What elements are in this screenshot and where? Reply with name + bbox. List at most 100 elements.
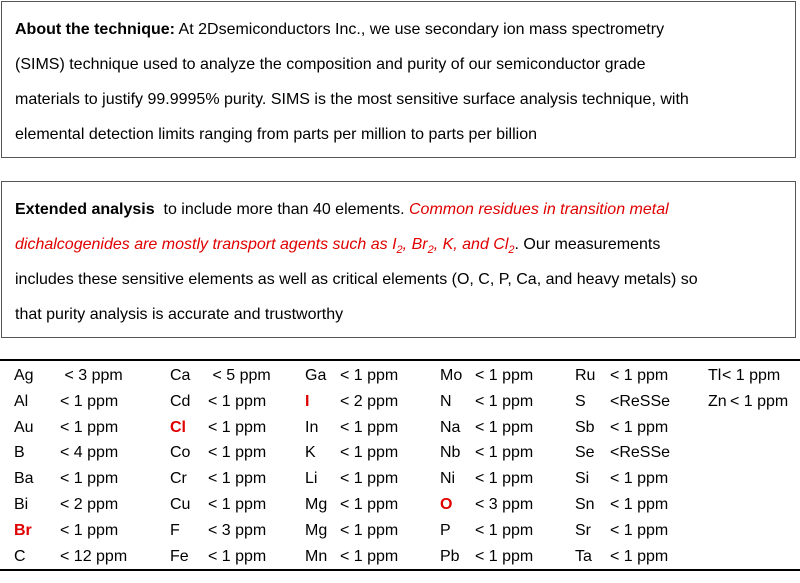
- table-bottom-rule: [0, 569, 800, 571]
- element-symbol: O: [440, 496, 453, 513]
- element-symbol: Ni: [440, 470, 456, 488]
- element-concentration: < 1 ppm: [475, 470, 534, 488]
- extended-text: to include more than 40 elements.: [154, 201, 409, 218]
- element-symbol: Mg: [305, 496, 328, 513]
- element-symbol: Sr: [575, 521, 591, 539]
- about-text: At 2Dsemiconductors Inc., we use seconda…: [174, 21, 665, 38]
- element-concentration: < 2 ppm: [340, 392, 399, 410]
- element-concentration: < 1 ppm: [60, 470, 119, 488]
- element-symbol: Si: [575, 470, 590, 488]
- element-concentration: < 1 ppm: [475, 392, 534, 410]
- element-concentration: < 12 ppm: [60, 547, 128, 565]
- element-concentration: < 1 ppm: [610, 367, 669, 384]
- element-symbol: Cr: [170, 470, 187, 488]
- residue-note: Common residues in transition metal: [409, 201, 669, 218]
- element-concentration: < 3 ppm: [60, 367, 123, 384]
- element-concentration: < 1 ppm: [475, 521, 534, 539]
- element-concentration: < 2 ppm: [60, 496, 119, 513]
- element-symbol: Na: [440, 418, 461, 436]
- element-concentration: < 1 ppm: [340, 444, 399, 462]
- element-symbol: Tl: [708, 367, 722, 384]
- table-top-rule: [0, 359, 800, 361]
- element-concentration: < 1 ppm: [208, 444, 267, 462]
- element-symbol: Co: [170, 444, 191, 462]
- element-concentration: < 1 ppm: [610, 496, 669, 513]
- element-symbol: Au: [14, 418, 34, 436]
- extended-text: includes these sensitive elements as wel…: [15, 271, 698, 288]
- element-symbol: S: [575, 392, 586, 410]
- element-symbol: Al: [14, 392, 29, 410]
- element-concentration: < 1 ppm: [475, 367, 534, 384]
- element-concentration: <ReSSe: [610, 392, 671, 410]
- element-symbol: Mn: [305, 547, 328, 565]
- element-concentration: < 3 ppm: [475, 496, 534, 513]
- element-concentration: < 1 ppm: [475, 547, 534, 565]
- element-symbol: P: [440, 521, 451, 539]
- element-symbol: In: [305, 418, 319, 436]
- element-concentration: < 1 ppm: [340, 418, 399, 436]
- element-concentration: < 1 ppm: [610, 470, 669, 488]
- element-symbol: Ba: [14, 470, 34, 488]
- element-symbol: K: [305, 444, 316, 462]
- element-symbol: Ca: [170, 367, 191, 384]
- element-concentration: < 3 ppm: [208, 521, 267, 539]
- extended-analysis-box: Extended analysis to include more than 4…: [1, 181, 796, 338]
- element-concentration: < 1 ppm: [475, 418, 534, 436]
- element-symbol: Cd: [170, 392, 191, 410]
- element-concentration: < 1 ppm: [340, 470, 399, 488]
- element-symbol: Cu: [170, 496, 191, 513]
- element-symbol: Bi: [14, 496, 29, 513]
- element-symbol: F: [170, 521, 180, 539]
- element-concentration: < 1 ppm: [340, 521, 399, 539]
- element-symbol: Br: [14, 521, 32, 539]
- element-symbol: Cl: [170, 418, 186, 436]
- extended-heading: Extended analysis: [15, 201, 155, 218]
- element-concentration: < 1 ppm: [208, 470, 267, 488]
- element-symbol: Nb: [440, 444, 461, 462]
- element-concentration: < 1 ppm: [208, 418, 267, 436]
- element-symbol: I: [305, 392, 310, 410]
- element-concentration: < 1 ppm: [340, 367, 399, 384]
- element-symbol: Mg: [305, 521, 328, 539]
- element-symbol: C: [14, 547, 26, 565]
- element-concentration: < 1 ppm: [722, 367, 781, 384]
- element-concentration: < 4 ppm: [60, 444, 119, 462]
- element-concentration: < 1 ppm: [208, 547, 267, 565]
- element-concentration: < 1 ppm: [208, 392, 267, 410]
- element-concentration: <ReSSe: [610, 444, 671, 462]
- element-symbol: Ag: [14, 367, 34, 384]
- element-concentration: < 5 ppm: [208, 367, 271, 384]
- element-symbol: Li: [305, 470, 318, 488]
- element-symbol: Mo: [440, 367, 463, 384]
- element-concentration: < 1 ppm: [340, 496, 399, 513]
- element-symbol: Se: [575, 444, 595, 462]
- element-symbol: B: [14, 444, 25, 462]
- element-concentration: < 1 ppm: [610, 521, 669, 539]
- element-concentration: < 1 ppm: [208, 496, 267, 513]
- element-concentration: < 1 ppm: [610, 418, 669, 436]
- extended-text: that purity analysis is accurate and tru…: [15, 306, 344, 323]
- element-concentration: < 1 ppm: [60, 392, 119, 410]
- about-text: elemental detection limits ranging from …: [15, 126, 538, 143]
- extended-text: . Our measurements: [514, 236, 661, 253]
- element-concentration: < 1 ppm: [340, 547, 399, 565]
- element-symbol: Ru: [575, 367, 596, 384]
- element-concentration: < 1 ppm: [610, 547, 669, 565]
- about-text: (SIMS) technique used to analyze the com…: [15, 56, 646, 73]
- element-symbol: Sn: [575, 496, 595, 513]
- residue-note: dichalcogenides are mostly transport age…: [15, 236, 515, 257]
- element-concentration: < 1 ppm: [730, 392, 789, 410]
- element-symbol: Ta: [575, 547, 592, 565]
- element-concentration: < 1 ppm: [60, 521, 119, 539]
- about-technique-box: About the technique: At 2Dsemiconductors…: [1, 1, 796, 158]
- element-symbol: Sb: [575, 418, 595, 436]
- about-heading: About the technique:: [15, 21, 175, 38]
- element-symbol: N: [440, 392, 452, 410]
- element-concentration: < 1 ppm: [475, 444, 534, 462]
- element-symbol: Fe: [170, 547, 189, 565]
- about-text: materials to justify 99.9995% purity. SI…: [15, 91, 689, 108]
- element-symbol: Zn: [708, 392, 727, 410]
- element-symbol: Ga: [305, 367, 327, 384]
- element-concentration: < 1 ppm: [60, 418, 119, 436]
